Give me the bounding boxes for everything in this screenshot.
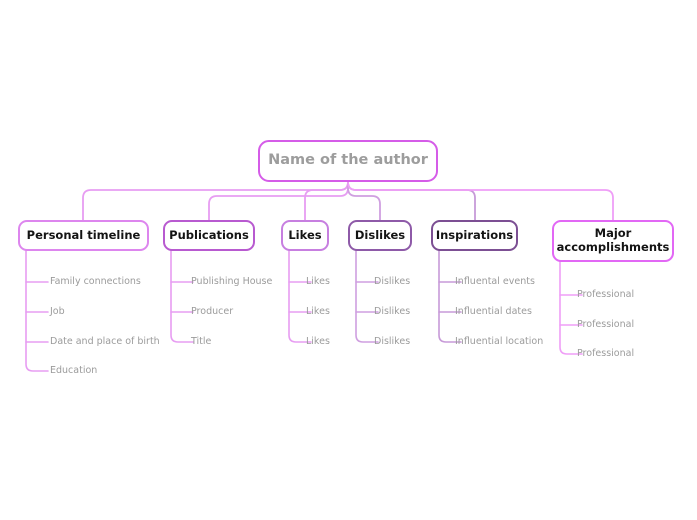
- leaf-item[interactable]: Family connections: [50, 276, 141, 287]
- branch-node-dislikes[interactable]: Dislikes: [348, 220, 412, 251]
- branch-node-inspirations[interactable]: Inspirations: [431, 220, 518, 251]
- branch-node-label: Dislikes: [354, 227, 406, 242]
- branch-node-label: Personal timeline: [26, 227, 141, 242]
- leaf-item[interactable]: Influental events: [455, 276, 535, 287]
- leaf-item[interactable]: Publishing House: [191, 276, 273, 287]
- leaf-item[interactable]: Title: [191, 336, 212, 347]
- leaf-item[interactable]: Dislikes: [374, 306, 411, 317]
- leaf-item[interactable]: Professional: [577, 348, 635, 359]
- leaf-item[interactable]: Dislikes: [374, 336, 411, 347]
- branch-node-publications[interactable]: Publications: [163, 220, 255, 251]
- leaf-item[interactable]: Job: [50, 306, 65, 317]
- leaf-item[interactable]: Professional: [577, 319, 635, 330]
- branch-node-personal-timeline[interactable]: Personal timeline: [18, 220, 149, 251]
- leaf-item[interactable]: Producer: [191, 306, 234, 317]
- branch-node-likes[interactable]: Likes: [281, 220, 329, 251]
- leaf-item[interactable]: Likes: [306, 276, 330, 287]
- leaf-item[interactable]: Likes: [306, 306, 330, 317]
- branch-node-label: Publications: [169, 227, 249, 242]
- leaf-item[interactable]: Education: [50, 365, 98, 376]
- leaf-item[interactable]: Dislikes: [374, 276, 411, 287]
- root-node-label: Name of the author: [268, 152, 428, 169]
- leaf-item[interactable]: Date and place of birth: [50, 336, 160, 347]
- branch-node-label: Inspirations: [435, 227, 514, 242]
- leaf-item[interactable]: Professional: [577, 289, 635, 300]
- leaf-item[interactable]: Influential location: [455, 336, 544, 347]
- branch-node-label: Likes: [288, 227, 322, 242]
- leaf-item[interactable]: Influential dates: [455, 306, 532, 317]
- leaf-item[interactable]: Likes: [306, 336, 330, 347]
- root-node[interactable]: Name of the author: [258, 140, 438, 182]
